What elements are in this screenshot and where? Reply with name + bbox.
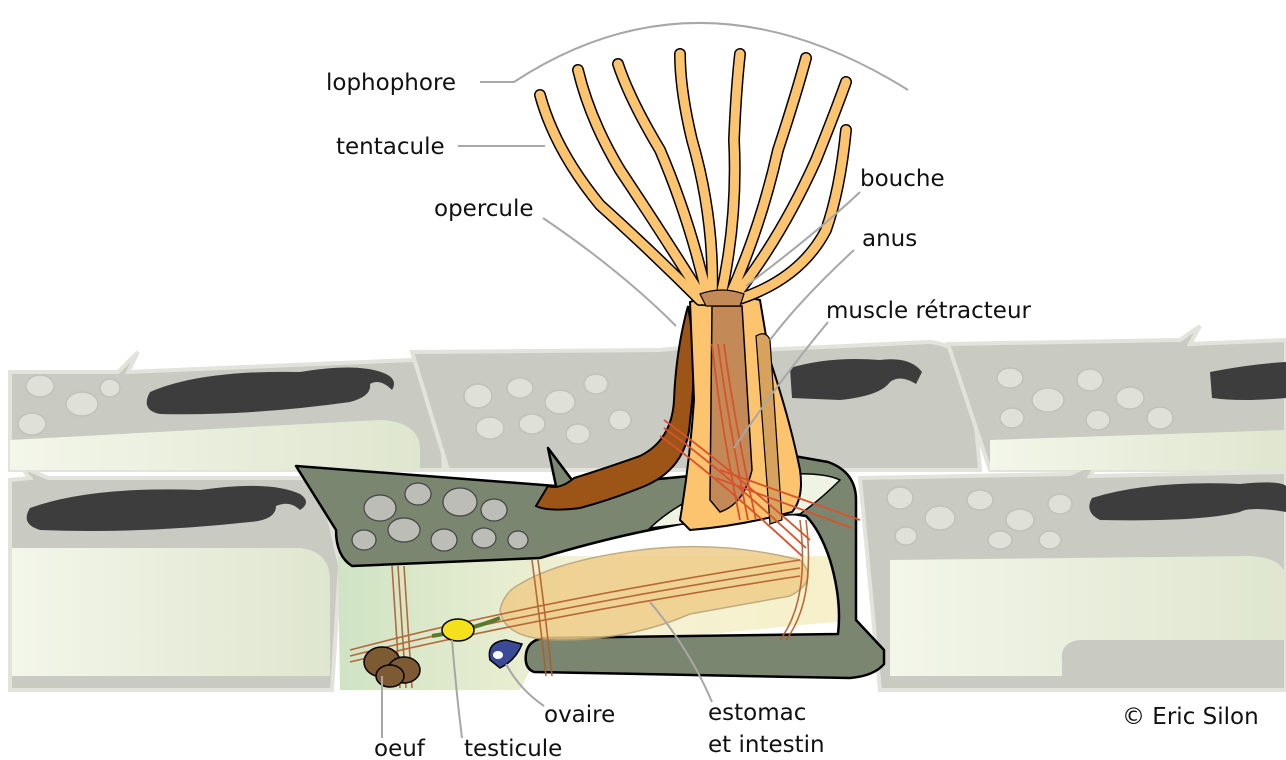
label-anus: anus [862, 226, 917, 252]
label-opercule: opercule [434, 196, 534, 222]
tentacles [540, 54, 846, 300]
label-bouche: bouche [860, 166, 945, 192]
label-estomac: estomac [708, 700, 806, 726]
label-tentacule: tentacule [336, 134, 445, 160]
label-intestin: et intestin [708, 732, 825, 758]
label-testicule: testicule [464, 736, 562, 760]
zooid-chamber-lower-left [12, 548, 330, 676]
mouth [700, 290, 744, 306]
label-lophophore: lophophore [326, 70, 456, 96]
egg-3 [376, 665, 404, 687]
lophophore [540, 54, 846, 306]
label-oeuf: oeuf [374, 736, 426, 760]
label-muscle-retracteur: muscle rétracteur [826, 298, 1032, 324]
testis [442, 619, 474, 641]
label-ovaire: ovaire [544, 702, 615, 728]
copyright-notice: © Eric Silon [1122, 704, 1259, 730]
